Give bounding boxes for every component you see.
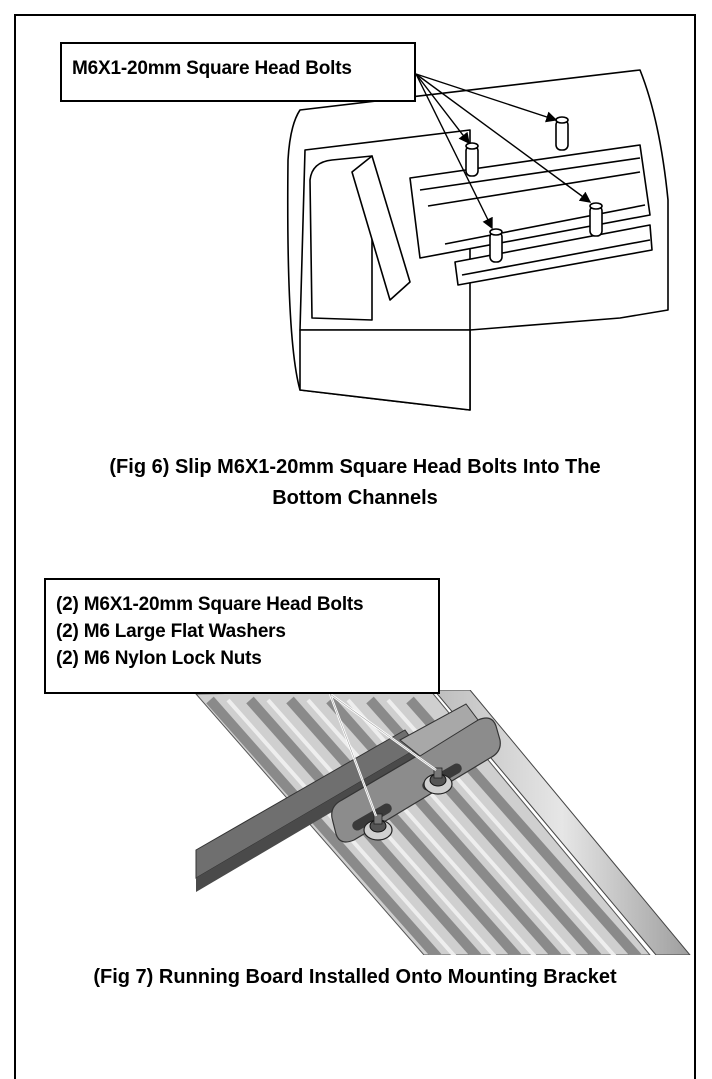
fig6-callout-text: M6X1-20mm Square Head Bolts <box>72 58 352 79</box>
nut-icon <box>364 814 392 840</box>
bolt-icon <box>589 202 603 237</box>
fig7-caption-text: (Fig 7) Running Board Installed Onto Mou… <box>93 966 617 988</box>
bolt-icon <box>489 228 503 263</box>
page-border <box>14 14 696 1079</box>
fig6-callout: M6X1-20mm Square Head Bolts <box>60 42 416 102</box>
fig6-caption: (Fig 6) Slip M6X1-20mm Square Head Bolts… <box>14 452 696 514</box>
fig7-caption: (Fig 7) Running Board Installed Onto Mou… <box>14 962 696 993</box>
bolt-icon <box>555 116 569 151</box>
fig7-callout-line: (2) M6 Large Flat Washers <box>56 621 286 642</box>
nut-icon <box>424 768 452 794</box>
fig7-callout-line: (2) M6 Nylon Lock Nuts <box>56 648 262 669</box>
fig6-caption-line1: (Fig 6) Slip M6X1-20mm Square Head Bolts… <box>109 456 601 478</box>
fig6-caption-line2: Bottom Channels <box>272 487 438 509</box>
fig7-callout-line: (2) M6X1-20mm Square Head Bolts <box>56 594 364 615</box>
bolt-icon <box>465 142 479 177</box>
fig7-callout: (2) M6X1-20mm Square Head Bolts (2) M6 L… <box>44 578 440 694</box>
